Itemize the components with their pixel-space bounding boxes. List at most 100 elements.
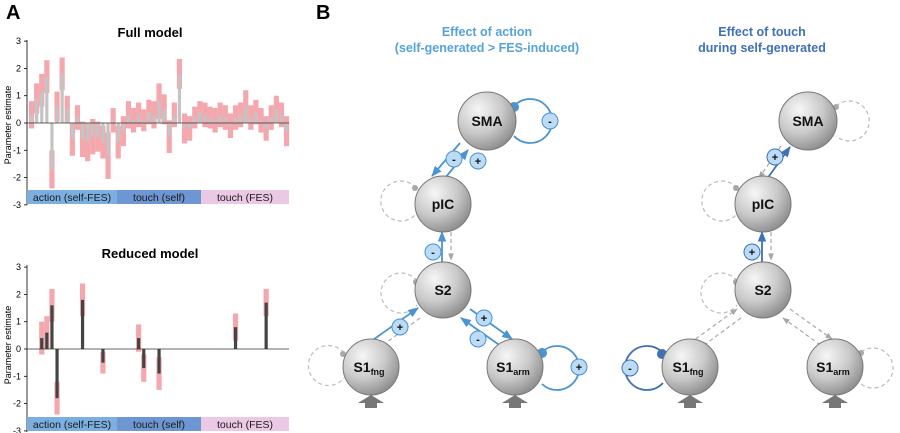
bar bbox=[55, 349, 59, 399]
svg-text:-: - bbox=[452, 154, 456, 166]
ytick-label: -1 bbox=[13, 371, 21, 381]
touch-node-s1fng: S1fng bbox=[661, 338, 719, 396]
full-cond-action-box bbox=[27, 190, 117, 204]
badge-pic-sma-plus: + bbox=[469, 152, 487, 170]
touch-s2-to-s1arm-edge bbox=[789, 308, 833, 340]
ci-band bbox=[268, 105, 274, 130]
bar bbox=[50, 123, 54, 170]
bar bbox=[80, 123, 85, 140]
s1fng-input-arrow bbox=[358, 395, 384, 408]
bar bbox=[182, 123, 187, 129]
bar bbox=[228, 123, 233, 126]
bar bbox=[198, 112, 202, 123]
s1fng-self-loop bbox=[307, 344, 345, 387]
bar bbox=[213, 120, 217, 123]
bar bbox=[188, 123, 192, 129]
ci-band bbox=[100, 351, 106, 374]
badge-s2-s1arm-plus: + bbox=[475, 309, 493, 327]
ytick-label: 3 bbox=[16, 36, 21, 46]
touch-pic-self-loop bbox=[701, 180, 738, 222]
svg-text:-: - bbox=[476, 334, 480, 346]
reduced-cond-touch-fes-box bbox=[201, 417, 289, 431]
bar bbox=[65, 109, 69, 123]
ci-band bbox=[232, 105, 239, 130]
bar bbox=[86, 123, 90, 143]
ci-band bbox=[95, 121, 101, 152]
bar bbox=[60, 73, 64, 123]
bar bbox=[70, 123, 74, 140]
badge-s2-pic-minus: - bbox=[424, 243, 442, 261]
bar bbox=[91, 123, 95, 137]
bar bbox=[101, 349, 105, 363]
touch-node-sma: SMA bbox=[778, 91, 838, 151]
ytick-label: -1 bbox=[13, 145, 21, 155]
reduced-model-title: Reduced model bbox=[102, 246, 199, 261]
bar bbox=[233, 327, 238, 349]
bar bbox=[45, 332, 49, 349]
bar bbox=[239, 114, 243, 123]
bar bbox=[75, 117, 80, 123]
svg-text:+: + bbox=[481, 313, 487, 325]
bar bbox=[162, 109, 166, 123]
ytick-label: -3 bbox=[13, 200, 21, 210]
touch-node-s2-label: S2 bbox=[754, 282, 771, 298]
action-title-line1: Effect of action bbox=[442, 25, 532, 39]
ytick-label: 1 bbox=[16, 91, 21, 101]
s2-self-loop bbox=[380, 272, 418, 314]
reduced-model-ylabel: Parameter estimate bbox=[3, 306, 13, 385]
reduced-cond-touch-fes-label: touch (FES) bbox=[217, 419, 273, 431]
touch-pic-loop-dot bbox=[733, 185, 739, 191]
bar bbox=[244, 106, 248, 123]
svg-text:-: - bbox=[548, 116, 552, 128]
node-pic-label: pIC bbox=[432, 196, 455, 212]
bar bbox=[264, 123, 268, 129]
ytick-label: 2 bbox=[16, 289, 21, 299]
svg-text:+: + bbox=[576, 362, 582, 374]
bar bbox=[45, 76, 49, 123]
touch-node-pic: pIC bbox=[734, 175, 792, 233]
bar bbox=[274, 109, 278, 123]
action-network: Effect of action (self-generated > FES-i… bbox=[307, 25, 588, 408]
bar bbox=[116, 123, 120, 143]
full-cond-action-label: action (self-FES) bbox=[33, 192, 111, 204]
bar bbox=[106, 123, 110, 156]
bar bbox=[259, 120, 263, 123]
reduced-model-plot: Reduced model Parameter estimate 3 2 1 0 -1 -… bbox=[3, 246, 289, 433]
bar bbox=[167, 123, 171, 137]
bar bbox=[249, 117, 253, 123]
action-title-line2: (self-generated > FES-induced) bbox=[395, 41, 579, 55]
bar bbox=[264, 302, 268, 349]
node-sma: SMA bbox=[457, 91, 517, 151]
badge-sma-loop-minus: - bbox=[541, 112, 559, 130]
touch-s1fng-input-arrow bbox=[677, 395, 703, 408]
touch-title-line1: Effect of touch bbox=[718, 25, 806, 39]
pic-self-loop bbox=[380, 180, 417, 222]
panel-a-letter: A bbox=[6, 2, 20, 24]
ytick-label: -3 bbox=[13, 426, 21, 433]
ytick-label: 0 bbox=[16, 118, 21, 128]
bar bbox=[50, 305, 54, 349]
ytick-label: 3 bbox=[16, 262, 21, 272]
svg-text:+: + bbox=[397, 322, 403, 334]
ytick-label: 0 bbox=[16, 344, 21, 354]
ci-band bbox=[74, 105, 81, 130]
svg-text:+: + bbox=[749, 247, 755, 259]
node-s1arm: S1arm bbox=[486, 338, 544, 396]
bar bbox=[137, 338, 141, 349]
badge-sma-pic-minus: - bbox=[445, 150, 463, 168]
full-cond-touch-fes-label: touch (FES) bbox=[217, 192, 273, 204]
bar bbox=[40, 338, 44, 349]
touch-badge-pic-sma-plus: + bbox=[766, 148, 784, 166]
bar bbox=[121, 123, 125, 132]
ytick-label: 1 bbox=[16, 317, 21, 327]
touch-s1arm-input-arrow bbox=[822, 395, 848, 408]
node-s1fng-label: S1fng bbox=[353, 359, 384, 377]
touch-node-s1arm-label: S1arm bbox=[816, 359, 850, 377]
touch-node-s2: S2 bbox=[734, 261, 792, 319]
bar bbox=[80, 299, 85, 349]
bar bbox=[137, 114, 141, 123]
full-model-ylabel: Parameter estimate bbox=[3, 86, 13, 165]
bar bbox=[269, 117, 273, 123]
pic-loop-dot bbox=[412, 185, 418, 191]
